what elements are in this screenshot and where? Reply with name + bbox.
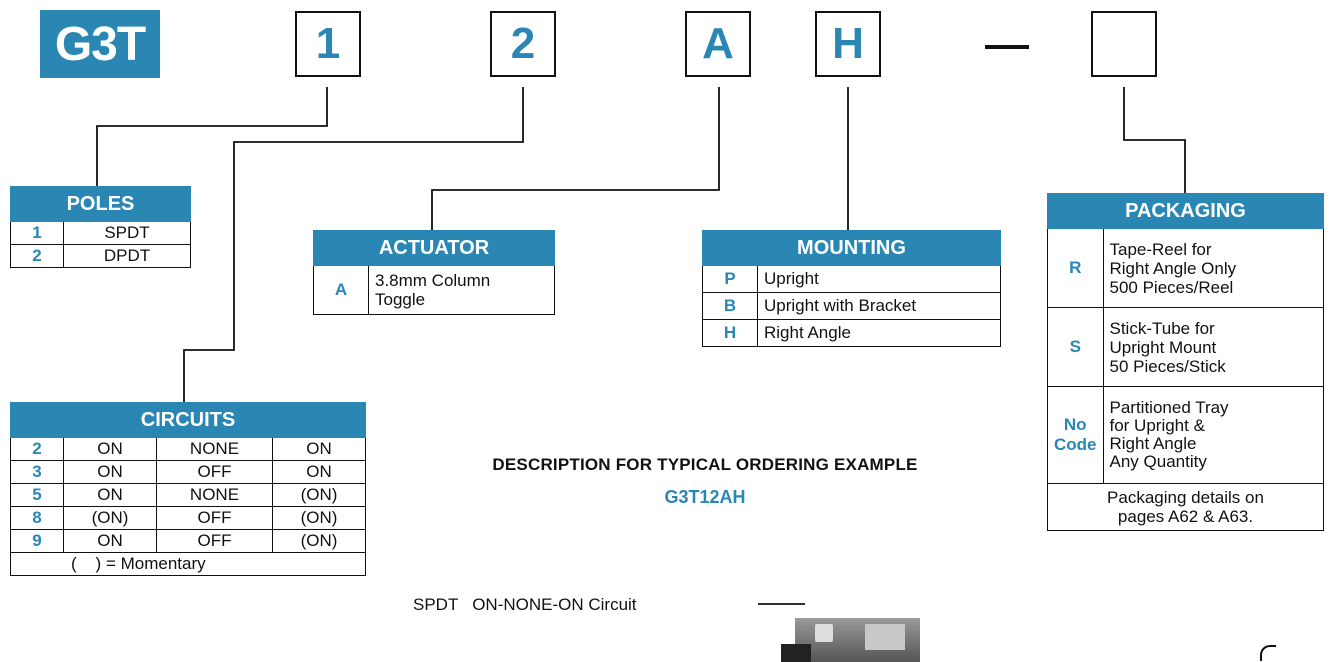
- page-corner-mark: [1260, 645, 1276, 661]
- ordering-example-code: G3T12AH: [664, 487, 746, 507]
- circuit-code: 9: [10, 529, 64, 553]
- circuit-pos-a: (ON): [63, 506, 157, 530]
- actuator-connector: [431, 87, 720, 230]
- table-row: R Tape-Reel for Right Angle Only 500 Pie…: [1047, 228, 1324, 308]
- poles-code-box: 1: [295, 11, 361, 77]
- mounting-code: P: [702, 265, 758, 293]
- packaging-desc-line: Stick-Tube for: [1109, 318, 1215, 338]
- actuator-desc: 3.8mm Column Toggle: [368, 265, 555, 315]
- packaging-code: No Code: [1047, 386, 1104, 484]
- packaging-desc: Tape-Reel for Right Angle Only 500 Piece…: [1102, 228, 1324, 308]
- circuit-pos-b: OFF: [156, 506, 273, 530]
- table-row: S Stick-Tube for Upright Mount 50 Pieces…: [1047, 307, 1324, 387]
- circuit-pos-c: (ON): [271, 506, 367, 530]
- circuits-table: CIRCUITS 2 ON NONE ON 3 ON OFF ON 5 ON N…: [10, 402, 367, 576]
- packaging-desc-line: Any Quantity: [1109, 452, 1207, 471]
- circuit-pos-a: ON: [63, 529, 157, 553]
- circuits-title: CIRCUITS: [10, 402, 366, 438]
- mounting-code: B: [702, 292, 758, 320]
- packaging-connector: [1123, 87, 1186, 193]
- actuator-code-box: A: [685, 11, 751, 77]
- separator-dash: [985, 45, 1029, 49]
- table-row: 5 ON NONE (ON): [10, 483, 367, 507]
- packaging-desc-line: Right Angle Only: [1109, 258, 1237, 278]
- packaging-desc-line: Upright Mount: [1109, 337, 1217, 357]
- series-prefix: G3T: [40, 10, 160, 78]
- circuit-code: 5: [10, 483, 64, 507]
- mounting-desc: Upright with Bracket: [757, 292, 1001, 320]
- circuit-pos-a: ON: [63, 437, 157, 461]
- packaging-desc: Partitioned Tray for Upright & Right Ang…: [1102, 386, 1324, 484]
- circuit-pos-c: (ON): [271, 483, 367, 507]
- mounting-desc: Right Angle: [757, 319, 1001, 347]
- packaging-desc: Stick-Tube for Upright Mount 50 Pieces/S…: [1102, 307, 1324, 387]
- circuit-pos-b: NONE: [156, 483, 273, 507]
- circuit-pos-a: ON: [63, 460, 157, 484]
- table-row: A 3.8mm Column Toggle: [313, 265, 555, 315]
- packaging-code-box: [1091, 11, 1157, 77]
- circuit-callout: SPDT ON-NONE-ON Circuit: [413, 595, 637, 614]
- mounting-code-box: H: [815, 11, 881, 77]
- table-row: 9 ON OFF (ON): [10, 529, 367, 553]
- circuit-code: 8: [10, 506, 64, 530]
- circuit-code: 3: [10, 460, 64, 484]
- circuit-pos-b: NONE: [156, 437, 273, 461]
- packaging-desc-line: 500 Pieces/Reel: [1109, 277, 1234, 297]
- circuit-code: 2: [10, 437, 64, 461]
- poles-code: 2: [10, 244, 64, 268]
- circuit-pos-a: ON: [63, 483, 157, 507]
- mounting-title: MOUNTING: [702, 230, 1001, 266]
- packaging-desc-line: 50 Pieces/Stick: [1109, 356, 1226, 376]
- table-row: H Right Angle: [702, 319, 1001, 347]
- poles-table: POLES 1 SPDT 2 DPDT: [10, 186, 191, 268]
- table-row: 3 ON OFF ON: [10, 460, 367, 484]
- table-row: No Code Partitioned Tray for Upright & R…: [1047, 386, 1324, 484]
- poles-title: POLES: [10, 186, 191, 222]
- circuit-pos-c: ON: [271, 460, 367, 484]
- packaging-table: PACKAGING R Tape-Reel for Right Angle On…: [1047, 193, 1324, 531]
- packaging-desc-line: for Upright &: [1109, 416, 1205, 435]
- actuator-title: ACTUATOR: [313, 230, 555, 266]
- circuits-code-box: 2: [490, 11, 556, 77]
- mounting-desc: Upright: [757, 265, 1001, 293]
- packaging-note-line: pages A62 & A63.: [1117, 507, 1254, 526]
- table-row: 2 ON NONE ON: [10, 437, 367, 461]
- circuits-legend: ( ) = Momentary: [10, 552, 366, 576]
- actuator-table: ACTUATOR A 3.8mm Column Toggle: [313, 230, 555, 315]
- packaging-desc-line: Right Angle: [1109, 434, 1197, 453]
- actuator-code: A: [313, 265, 369, 315]
- mounting-code: H: [702, 319, 758, 347]
- switch-product-image: [781, 618, 920, 662]
- poles-code: 1: [10, 221, 64, 245]
- table-row: 1 SPDT: [10, 221, 191, 245]
- description-title: DESCRIPTION FOR TYPICAL ORDERING EXAMPLE: [492, 455, 918, 474]
- switch-window-shape: [815, 624, 833, 642]
- circuit-pos-c: ON: [271, 437, 367, 461]
- packaging-desc-line: Tape-Reel for: [1109, 239, 1212, 259]
- circuit-pos-b: OFF: [156, 460, 273, 484]
- packaging-note: Packaging details on pages A62 & A63.: [1047, 483, 1324, 531]
- packaging-note-line: Packaging details on: [1107, 488, 1264, 507]
- table-row: B Upright with Bracket: [702, 292, 1001, 320]
- packaging-code: R: [1047, 228, 1104, 308]
- circuit-pos-c: (ON): [271, 529, 367, 553]
- poles-desc: DPDT: [63, 244, 191, 268]
- circuit-pos-b: OFF: [156, 529, 273, 553]
- switch-actuator-shape: [781, 644, 811, 662]
- poles-connector: [96, 87, 328, 186]
- table-row: 8 (ON) OFF (ON): [10, 506, 367, 530]
- poles-desc: SPDT: [63, 221, 191, 245]
- table-row: Packaging details on pages A62 & A63.: [1047, 483, 1324, 531]
- packaging-code: S: [1047, 307, 1104, 387]
- mounting-table: MOUNTING P Upright B Upright with Bracke…: [702, 230, 1001, 347]
- packaging-title: PACKAGING: [1047, 193, 1324, 229]
- switch-body-shape: [865, 624, 905, 650]
- table-row: P Upright: [702, 265, 1001, 293]
- table-row: 2 DPDT: [10, 244, 191, 268]
- actuator-desc-line1: 3.8mm Column: [375, 271, 491, 290]
- table-row: ( ) = Momentary: [10, 552, 366, 576]
- packaging-desc-line: Partitioned Tray: [1109, 398, 1229, 417]
- actuator-desc-line2: Toggle: [375, 290, 426, 309]
